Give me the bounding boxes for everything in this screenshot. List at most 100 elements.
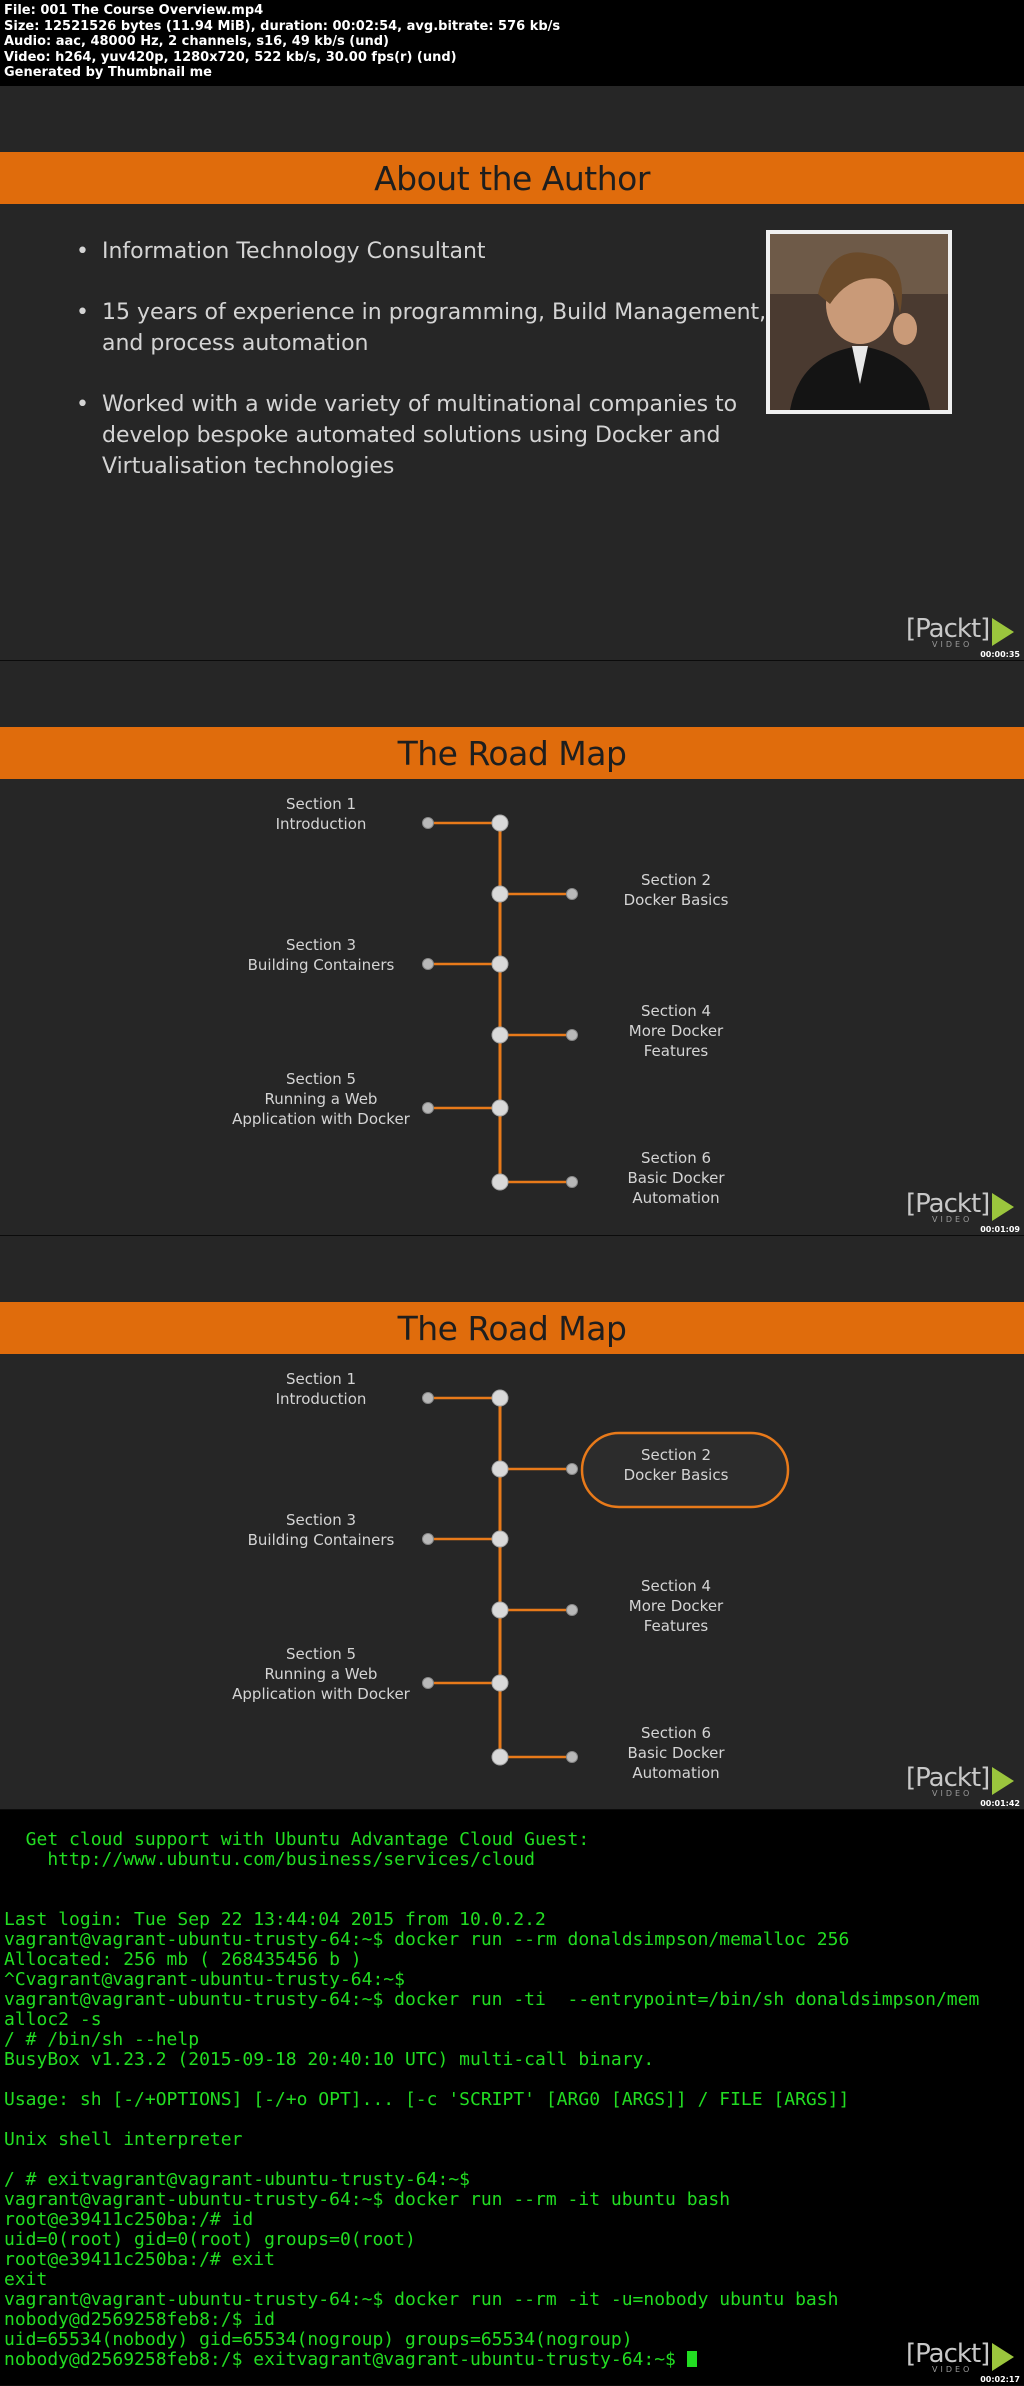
- terminal-line: Last login: Tue Sep 22 13:44:04 2015 fro…: [4, 1909, 546, 1930]
- roadmap-endpoint: [422, 1533, 434, 1545]
- roadmap-node: [491, 955, 509, 973]
- roadmap-node: [491, 1601, 509, 1619]
- play-triangle-icon: [992, 1193, 1014, 1221]
- roadmap-endpoint: [566, 1604, 578, 1616]
- section-label: Basic Docker: [627, 1744, 725, 1762]
- section-label: Section 4: [641, 1002, 711, 1020]
- section-label: Automation: [632, 1764, 719, 1782]
- roadmap-node: [491, 814, 509, 832]
- slide-title-bar: About the Author: [0, 152, 1024, 204]
- terminal-line: vagrant@vagrant-ubuntu-trusty-64:~$ dock…: [4, 1989, 980, 2010]
- terminal-line: / # exitvagrant@vagrant-ubuntu-trusty-64…: [4, 2169, 470, 2190]
- section-label: Introduction: [276, 815, 367, 833]
- author-photo: [766, 230, 952, 414]
- roadmap-endpoint: [566, 1463, 578, 1475]
- roadmap-node: [491, 1460, 509, 1478]
- terminal-line: vagrant@vagrant-ubuntu-trusty-64:~$ dock…: [4, 2189, 731, 2210]
- terminal-line: [4, 2110, 1020, 2130]
- roadmap-endpoint: [566, 1751, 578, 1763]
- terminal-line: root@e39411c250ba:/# id: [4, 2209, 254, 2230]
- bullet-item: •Worked with a wide variety of multinati…: [76, 392, 738, 479]
- logo-text: [Packt]: [906, 614, 990, 644]
- roadmap-node: [491, 1748, 509, 1766]
- logo-subtext: VIDEO: [932, 640, 973, 649]
- terminal-line: / # /bin/sh --help: [4, 2029, 200, 2050]
- roadmap-node: [491, 1389, 509, 1407]
- packt-logo: [Packt] VIDEO: [906, 2337, 1016, 2377]
- file-info-line: Audio: aac, 48000 Hz, 2 channels, s16, 4…: [4, 34, 389, 49]
- roadmap-endpoint: [566, 888, 578, 900]
- terminal-line: vagrant@vagrant-ubuntu-trusty-64:~$ dock…: [4, 2289, 839, 2310]
- terminal-line: BusyBox v1.23.2 (2015-09-18 20:40:10 UTC…: [4, 2049, 655, 2070]
- video-frame-about-author: About the Author •Information Technology…: [0, 86, 1024, 661]
- section-label: Features: [644, 1042, 709, 1060]
- section-label: Building Containers: [248, 1531, 395, 1549]
- terminal-cursor: [686, 2351, 697, 2367]
- video-frame-terminal: Get cloud support with Ubuntu Advantage …: [0, 1810, 1024, 2386]
- section-label: Section 6: [641, 1724, 711, 1742]
- frame-timestamp: 00:01:42: [980, 1799, 1020, 1808]
- terminal-line: [4, 2150, 1020, 2170]
- terminal-line: alloc2 -s: [4, 2009, 102, 2030]
- roadmap-endpoint: [566, 1176, 578, 1188]
- section-label: Section 2: [641, 871, 711, 889]
- section-label: Section 5: [286, 1070, 356, 1088]
- section-label: Section 1: [286, 1370, 356, 1388]
- slide-title-bar: The Road Map: [0, 1302, 1024, 1354]
- roadmap-endpoint: [422, 817, 434, 829]
- section-label: Application with Docker: [232, 1685, 411, 1703]
- roadmap-endpoint: [566, 1029, 578, 1041]
- frame-timestamp: 00:01:09: [980, 1225, 1020, 1234]
- section-label: Section 6: [641, 1149, 711, 1167]
- slide-title: About the Author: [374, 158, 650, 198]
- terminal-line: root@e39411c250ba:/# exit: [4, 2249, 275, 2270]
- packt-logo: [Packt] VIDEO: [906, 1187, 1016, 1227]
- file-info-line: Video: h264, yuv420p, 1280x720, 522 kb/s…: [4, 49, 457, 65]
- slide-title: The Road Map: [397, 733, 627, 773]
- terminal-line: [4, 2070, 1020, 2090]
- roadmap-endpoint: [422, 1392, 434, 1404]
- roadmap-node: [491, 1173, 509, 1191]
- terminal-line: uid=0(root) gid=0(root) groups=0(root): [4, 2229, 416, 2250]
- file-info-line: Generated by Thumbnail me: [4, 65, 212, 80]
- section-label: Section 2: [641, 1446, 711, 1464]
- roadmap-node: [491, 1099, 509, 1117]
- section-label: Running a Web: [265, 1665, 378, 1683]
- section-label: More Docker: [629, 1022, 724, 1040]
- terminal-line: Allocated: 256 mb ( 268435456 b ): [4, 1949, 362, 1970]
- section-label: Docker Basics: [624, 891, 729, 909]
- section-label: Building Containers: [248, 956, 395, 974]
- section-label: Section 4: [641, 1577, 711, 1595]
- logo-text: [Packt]: [906, 1189, 990, 1219]
- section-label: Docker Basics: [624, 1466, 729, 1484]
- bullet-item: •Information Technology Consultant: [76, 239, 486, 264]
- play-triangle-icon: [992, 618, 1014, 646]
- section-label: Running a Web: [265, 1090, 378, 1108]
- terminal-line: ^Cvagrant@vagrant-ubuntu-trusty-64:~$: [4, 1969, 405, 1990]
- section-label: Introduction: [276, 1390, 367, 1408]
- play-triangle-icon: [992, 1767, 1014, 1795]
- logo-text: [Packt]: [906, 1763, 990, 1793]
- logo-subtext: VIDEO: [932, 2365, 973, 2374]
- section-label: Application with Docker: [232, 1110, 411, 1128]
- section-label: Section 3: [286, 1511, 356, 1529]
- terminal-line: Usage: sh [-/+OPTIONS] [-/+o OPT]... [-c…: [4, 2089, 850, 2110]
- section-label: Automation: [632, 1189, 719, 1207]
- roadmap-node: [491, 1674, 509, 1692]
- roadmap-endpoint: [422, 1677, 434, 1689]
- slide-title: The Road Map: [397, 1308, 627, 1348]
- section-label: Features: [644, 1617, 709, 1635]
- roadmap-endpoint: [422, 958, 434, 970]
- section-label: Basic Docker: [627, 1169, 725, 1187]
- roadmap-node: [491, 885, 509, 903]
- logo-text: [Packt]: [906, 2339, 990, 2369]
- terminal-line: [4, 1890, 1020, 1910]
- section-label: Section 3: [286, 936, 356, 954]
- packt-logo: [Packt] VIDEO: [906, 612, 1016, 652]
- author-bullet-list: •Information Technology Consultant •15 y…: [70, 236, 770, 512]
- frame-timestamp: 00:00:35: [980, 650, 1020, 659]
- section-label: More Docker: [629, 1597, 724, 1615]
